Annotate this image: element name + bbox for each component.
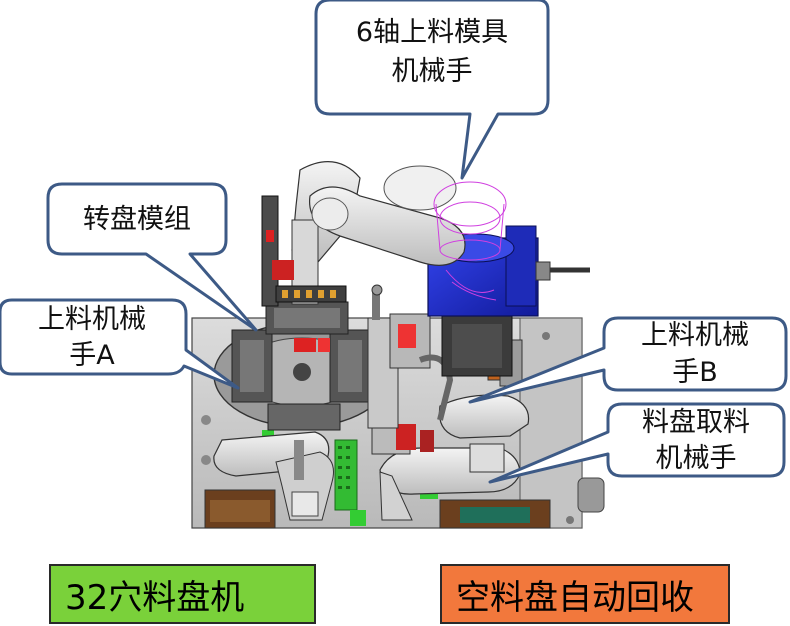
callout-robot-a-line1: 上料机械 (38, 304, 146, 335)
callout-turntable-bubble (46, 182, 258, 332)
callout-tray-pick: 料盘取料 机械手 (488, 402, 786, 484)
callout-robot-b-line2: 手B (672, 357, 718, 388)
callout-tray-pick-bubble (488, 402, 786, 484)
callout-six-axis-bubble (314, 0, 550, 180)
six-axis-wrist (383, 165, 457, 211)
callout-tray-pick-line1: 料盘取料 (642, 407, 750, 438)
label-32-hole-tray-machine: 32穴料盘机 (49, 564, 316, 624)
callout-robot-a-line2: 手A (69, 340, 115, 371)
turntable-nest-bottom (267, 403, 341, 431)
label-right-text: 空料盘自动回收 (456, 577, 694, 618)
callout-six-axis-line2: 机械手 (392, 56, 473, 87)
label-empty-tray-recycling: 空料盘自动回收 (440, 564, 730, 624)
callout-six-axis: 6轴上料模具 机械手 (314, 0, 550, 180)
callout-robot-a: 上料机械 手A (0, 298, 240, 390)
callout-six-axis-line1: 6轴上料模具 (356, 17, 508, 48)
callout-robot-b: 上料机械 手B (468, 316, 788, 404)
gripper-wireframe (433, 181, 507, 301)
callout-turntable: 转盘模组 (46, 182, 258, 332)
robot-b-arm (438, 394, 530, 439)
label-left-text: 32穴料盘机 (65, 577, 245, 618)
callout-robot-a-bubble (0, 298, 240, 390)
machine-render (191, 161, 605, 529)
callout-tray-pick-line2: 机械手 (656, 443, 737, 474)
callout-turntable-line1: 转盘模组 (83, 204, 191, 235)
callout-robot-b-line1: 上料机械 (641, 320, 749, 351)
base-plate-right-section (519, 317, 583, 529)
callout-robot-b-bubble (468, 316, 788, 404)
